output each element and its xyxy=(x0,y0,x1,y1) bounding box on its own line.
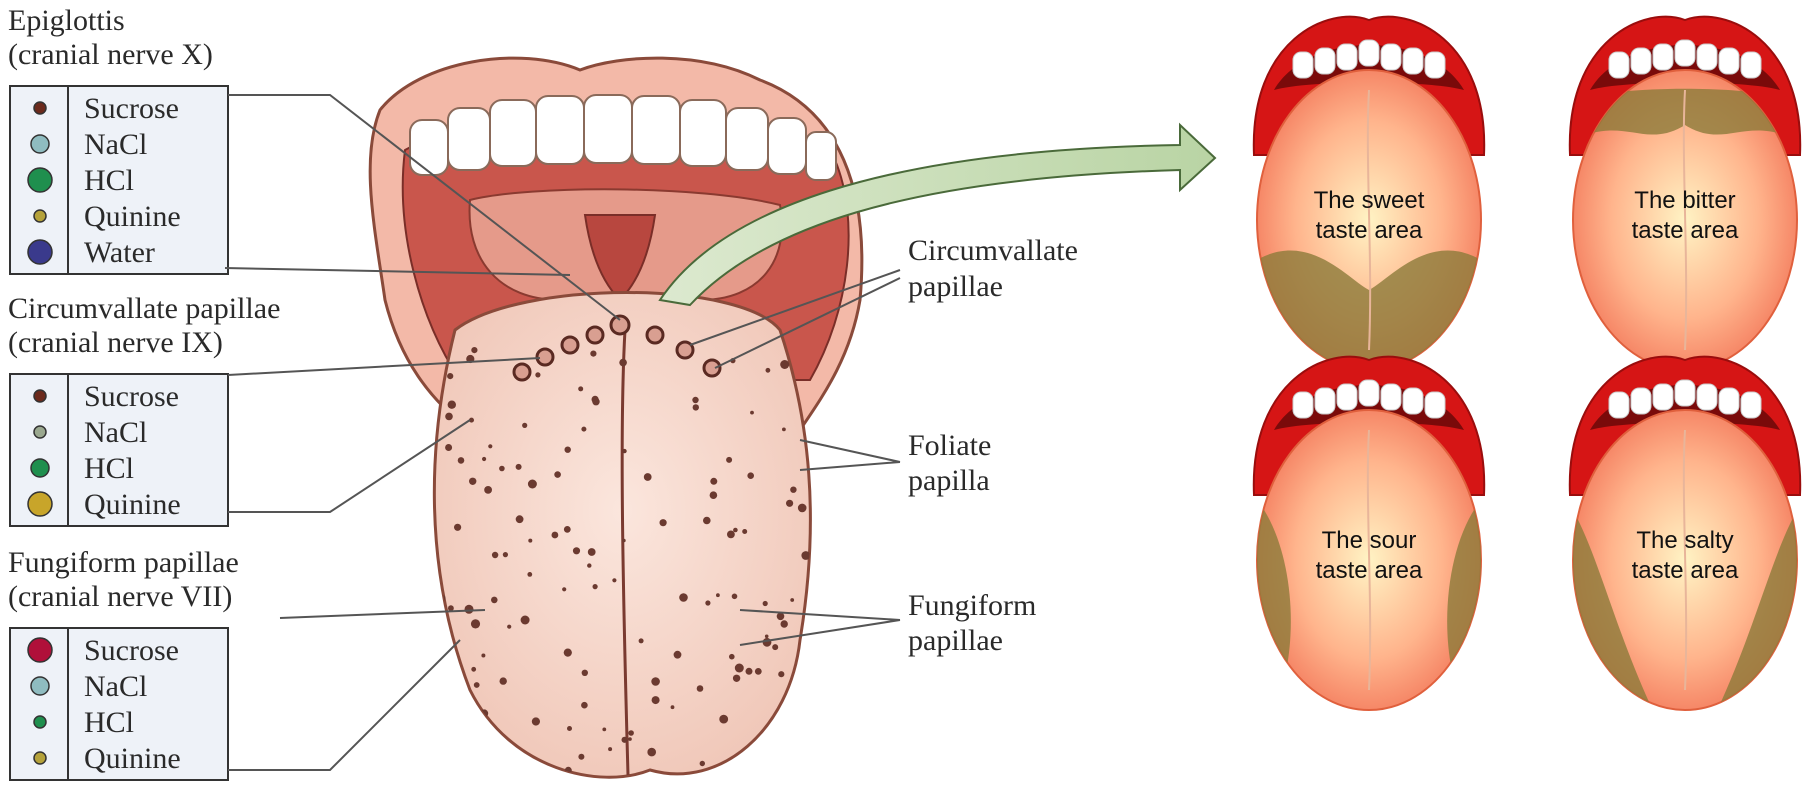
taste-map-label: The sour xyxy=(1322,527,1417,554)
legend-swatch xyxy=(34,102,46,114)
svg-text:Epiglottis: Epiglottis xyxy=(8,4,125,37)
taste-map-label: The bitter xyxy=(1634,187,1735,214)
legend-swatch xyxy=(28,168,52,192)
taste-map-4: The salty taste area xyxy=(1570,357,1800,715)
svg-text:papillae: papillae xyxy=(908,624,1003,657)
legend-label: NaCl xyxy=(84,416,147,449)
taste-map-2: The bitter taste area xyxy=(1570,17,1800,370)
label-circumvallate-right: Circumvallate papillae xyxy=(908,234,1078,303)
svg-text:Circumvallate papillae: Circumvallate papillae xyxy=(8,292,280,325)
label-circumvallate-group: Circumvallate papillae (cranial nerve IX… xyxy=(8,292,280,359)
legend-label: Sucrose xyxy=(84,380,179,413)
taste-map-label: taste area xyxy=(1632,557,1739,584)
legend-swatch xyxy=(34,752,46,764)
taste-map-label: The sweet xyxy=(1314,187,1425,214)
legend-swatch xyxy=(28,638,52,662)
taste-map-label: The salty xyxy=(1636,527,1733,554)
svg-text:Fungiform papillae: Fungiform papillae xyxy=(8,546,239,579)
legend-swatch xyxy=(31,459,49,477)
label-foliate-right: Foliate papilla xyxy=(908,429,991,497)
svg-text:Foliate: Foliate xyxy=(908,429,991,462)
legend-label: HCl xyxy=(84,706,134,739)
label-fungiform-group: Fungiform papillae (cranial nerve VII) xyxy=(8,546,239,613)
label-fungiform-right: Fungiform papillae xyxy=(908,589,1036,657)
svg-text:(cranial nerve VII): (cranial nerve VII) xyxy=(8,580,232,613)
svg-text:papilla: papilla xyxy=(908,464,990,497)
svg-text:Circumvallate: Circumvallate xyxy=(908,234,1078,267)
legend-swatch xyxy=(28,492,52,516)
legend-label: NaCl xyxy=(84,128,147,161)
legend-label: HCl xyxy=(84,164,134,197)
taste-map-3: The sour taste area xyxy=(1254,357,1484,710)
taste-map-label: taste area xyxy=(1316,217,1423,244)
legend-label: Water xyxy=(84,236,155,269)
svg-text:papillae: papillae xyxy=(908,270,1003,303)
label-epiglottis: Epiglottis (cranial nerve X) xyxy=(8,4,213,71)
svg-text:(cranial nerve IX): (cranial nerve IX) xyxy=(8,326,223,359)
svg-text:Fungiform: Fungiform xyxy=(908,589,1036,622)
legend-label: Quinine xyxy=(84,488,181,521)
legend-swatch xyxy=(31,135,49,153)
legend-swatch xyxy=(34,426,46,438)
legend-label: Sucrose xyxy=(84,92,179,125)
legend-swatch xyxy=(34,390,46,402)
legend-swatch xyxy=(31,677,49,695)
legend-label: NaCl xyxy=(84,670,147,703)
legend-label: HCl xyxy=(84,452,134,485)
legend-label: Sucrose xyxy=(84,634,179,667)
legend-swatch xyxy=(28,240,52,264)
legend-label: Quinine xyxy=(84,742,181,775)
taste-map-1: The sweet taste area xyxy=(1254,17,1484,380)
legend-label: Quinine xyxy=(84,200,181,233)
svg-text:(cranial nerve X): (cranial nerve X) xyxy=(8,38,213,71)
legend-swatch xyxy=(34,210,46,222)
taste-map-label: taste area xyxy=(1632,217,1739,244)
mouth-illustration xyxy=(370,58,862,780)
taste-map-label: taste area xyxy=(1316,557,1423,584)
legend-swatch xyxy=(34,716,46,728)
